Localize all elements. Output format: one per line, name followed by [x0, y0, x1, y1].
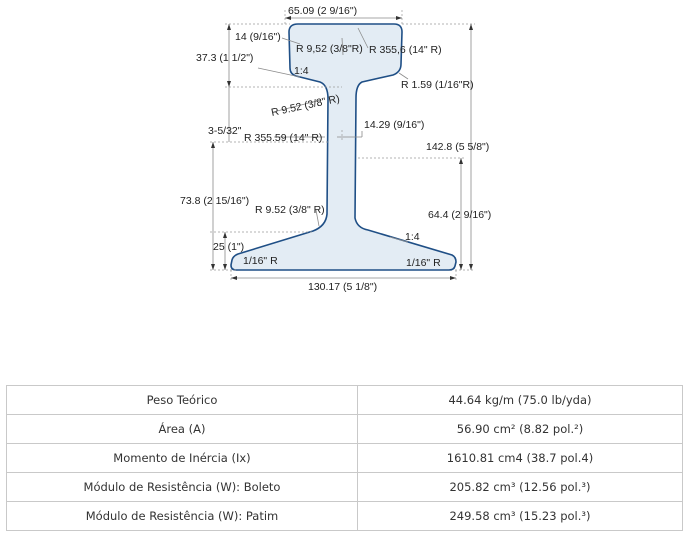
table-row: Módulo de Resistência (W): Patim 249.58 … — [6, 501, 683, 531]
label-head-height: 37.3 (1 1/2") — [196, 52, 253, 64]
property-value: 44.64 kg/m (75.0 lb/yda) — [357, 385, 683, 415]
property-label: Momento de Inércia (Ix) — [6, 443, 358, 473]
label-head-inner: 14 (9/16") — [235, 31, 281, 43]
label-base-to-web-height: 73.8 (2 15/16") — [180, 195, 249, 207]
property-value: 56.90 cm² (8.82 pol.²) — [357, 414, 683, 444]
label-head-width: 65.09 (2 9/16") — [288, 5, 357, 17]
property-label: Módulo de Resistência (W): Patim — [6, 501, 358, 531]
property-label: Módulo de Resistência (W): Boleto — [6, 472, 358, 502]
label-web-radius-left: 3-5/32" — [208, 125, 242, 137]
label-head-corner-radius: R 9,52 (3/8"R) — [296, 43, 363, 55]
rail-profile — [230, 23, 457, 271]
rail-profile-diagram: 65.09 (2 9/16") 14 (9/16") R 9,52 (3/8"R… — [180, 5, 491, 293]
label-web-radius: R 355.59 (14" R) — [244, 132, 322, 144]
table-row: Área (A) 56.90 cm² (8.82 pol.²) — [6, 414, 683, 444]
property-value: 205.82 cm³ (12.56 pol.³) — [357, 472, 683, 502]
property-value: 249.58 cm³ (15.23 pol.³) — [357, 501, 683, 531]
label-base-right-radius: 1/16" R — [406, 257, 441, 269]
label-web-thickness: 14.29 (9/16") — [364, 119, 424, 131]
property-label: Área (A) — [6, 414, 358, 444]
label-total-height: 142.8 (5 5/8") — [426, 141, 489, 153]
property-value: 1610.81 cm4 (38.7 pol.4) — [357, 443, 683, 473]
label-base-slope: 1:4 — [405, 231, 420, 243]
table-row: Momento de Inércia (Ix) 1610.81 cm4 (38.… — [6, 443, 683, 473]
properties-table: Peso Teórico 44.64 kg/m (75.0 lb/yda) Ár… — [6, 385, 683, 531]
label-neutral-axis-height: 64.4 (2 9/16") — [428, 209, 491, 221]
label-head-slope: 1:4 — [294, 65, 309, 77]
table-row: Módulo de Resistência (W): Boleto 205.82… — [6, 472, 683, 502]
label-base-flange-height: 25 (1") — [213, 241, 244, 253]
property-label: Peso Teórico — [6, 385, 358, 415]
table-row: Peso Teórico 44.64 kg/m (75.0 lb/yda) — [6, 385, 683, 415]
label-head-tip-radius: R 1.59 (1/16"R) — [401, 79, 474, 91]
label-base-left-radius: 1/16" R — [243, 255, 278, 267]
label-base-width: 130.17 (5 1/8") — [308, 281, 377, 293]
label-web-lower-fillet: R 9.52 (3/8" R) — [255, 204, 325, 216]
label-head-top-radius: R 355,6 (14" R) — [369, 44, 442, 56]
